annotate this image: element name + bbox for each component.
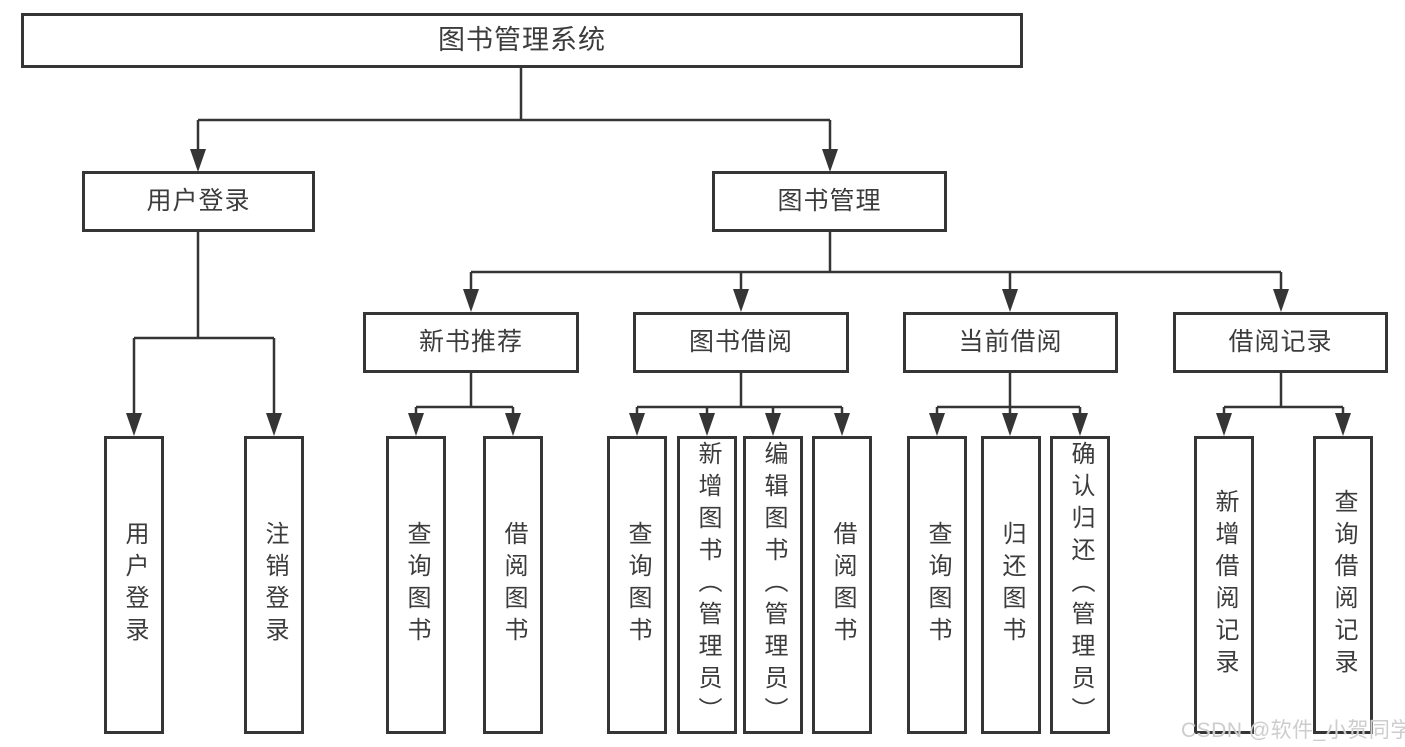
node-current-borrowing-label: 当前借阅 bbox=[958, 328, 1063, 356]
node-book-borrowing-label: 图书借阅 bbox=[688, 328, 793, 356]
leaf-cb-query-books: 查询图书 bbox=[907, 436, 967, 734]
leaf-bb-add-books-label: 新增图书（管理员） bbox=[694, 441, 721, 729]
connector-book-management-to-level3 bbox=[463, 232, 1289, 312]
leaf-bb-borrow-books-label: 借阅图书 bbox=[829, 521, 856, 649]
leaf-bb-edit-books-label: 编辑图书（管理员） bbox=[760, 441, 787, 729]
node-current-borrowing: 当前借阅 bbox=[903, 312, 1118, 373]
node-borrowing-records: 借阅记录 bbox=[1173, 312, 1388, 373]
leaf-br-add-record-label: 新增借阅记录 bbox=[1211, 489, 1238, 681]
leaf-user-login: 用户登录 bbox=[104, 436, 164, 734]
leaf-bb-borrow-books: 借阅图书 bbox=[812, 436, 872, 734]
leaf-cb-return-books: 归还图书 bbox=[981, 436, 1041, 734]
node-user-login-label: 用户登录 bbox=[146, 187, 251, 215]
leaf-cb-return-books-label: 归还图书 bbox=[998, 521, 1025, 649]
node-root-label: 图书管理系统 bbox=[438, 25, 606, 55]
node-new-book-recommendation: 新书推荐 bbox=[363, 312, 579, 373]
connector-book-borrowing-to-leaves bbox=[629, 373, 850, 436]
leaf-nb-borrow-books: 借阅图书 bbox=[483, 436, 543, 734]
node-book-management: 图书管理 bbox=[712, 171, 947, 232]
leaf-bb-edit-books: 编辑图书（管理员） bbox=[743, 436, 803, 734]
leaf-cb-confirm-return: 确认归还（管理员） bbox=[1050, 436, 1110, 734]
leaf-nb-borrow-books-label: 借阅图书 bbox=[500, 521, 527, 649]
leaf-br-query-record: 查询借阅记录 bbox=[1313, 436, 1373, 734]
leaf-nb-query-books-label: 查询图书 bbox=[403, 521, 430, 649]
leaf-bb-query-books-label: 查询图书 bbox=[624, 521, 651, 649]
connector-user-login-to-leaves bbox=[126, 232, 282, 436]
node-new-book-recommendation-label: 新书推荐 bbox=[418, 328, 523, 356]
leaf-cb-query-books-label: 查询图书 bbox=[924, 521, 951, 649]
node-book-borrowing: 图书借阅 bbox=[633, 312, 849, 373]
connector-new-book-to-leaves bbox=[408, 373, 521, 436]
leaf-bb-add-books: 新增图书（管理员） bbox=[677, 436, 737, 734]
connector-borrowing-records-to-leaves bbox=[1216, 373, 1351, 436]
leaf-nb-query-books: 查询图书 bbox=[386, 436, 446, 734]
leaf-logout: 注销登录 bbox=[244, 436, 304, 734]
connector-current-borrowing-to-leaves bbox=[929, 373, 1088, 436]
leaf-logout-label: 注销登录 bbox=[261, 521, 288, 649]
node-book-management-label: 图书管理 bbox=[777, 187, 882, 215]
leaf-br-query-record-label: 查询借阅记录 bbox=[1330, 489, 1357, 681]
leaf-br-add-record: 新增借阅记录 bbox=[1194, 436, 1254, 734]
node-user-login: 用户登录 bbox=[82, 171, 315, 232]
csdn-watermark: CSDN @软件_小贺同学 bbox=[1181, 719, 1405, 742]
connector-root-to-level2 bbox=[190, 68, 838, 172]
leaf-bb-query-books: 查询图书 bbox=[607, 436, 667, 734]
leaf-cb-confirm-return-label: 确认归还（管理员） bbox=[1067, 441, 1094, 729]
node-borrowing-records-label: 借阅记录 bbox=[1228, 328, 1333, 356]
node-root: 图书管理系统 bbox=[21, 13, 1023, 68]
leaf-user-login-label: 用户登录 bbox=[121, 521, 148, 649]
